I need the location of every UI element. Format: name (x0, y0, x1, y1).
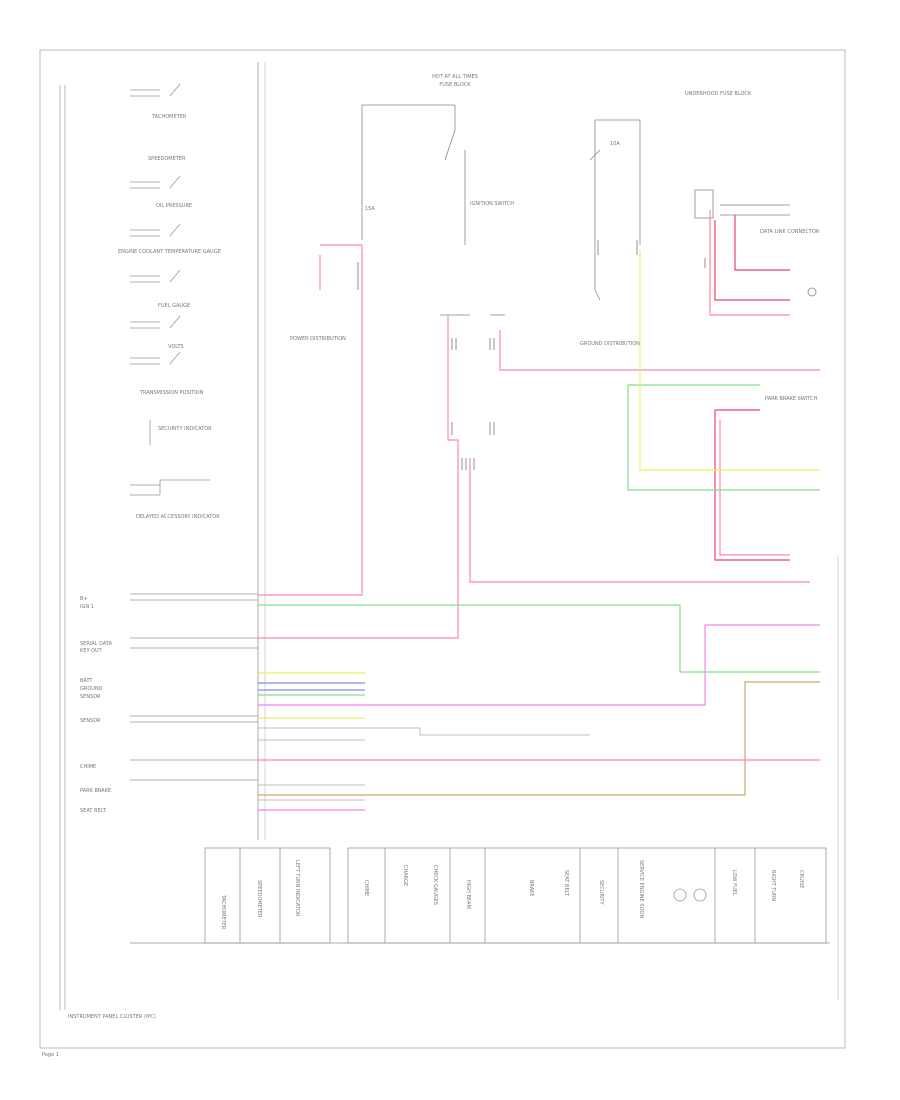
signal-key-out: KEY OUT (80, 648, 103, 654)
connector-markers (357, 240, 711, 470)
cell-label-1: SPEEDOMETER (256, 880, 262, 918)
wires-blue (258, 682, 365, 691)
cell-label-12: RIGHT TURN (770, 870, 776, 901)
label-volts: VOLTS (168, 344, 184, 350)
cell-label-9: SECURITY (598, 880, 604, 905)
cell-label-7: BRAKE (528, 880, 534, 897)
signal-ground: GROUND (80, 686, 103, 692)
left-gauge-symbols (130, 83, 210, 496)
label-delayed-accessory: DELAYED ACCESSORY INDICATOR (136, 514, 220, 520)
cell-label-13: CRUISE (798, 870, 804, 888)
label-engine-coolant: ENGINE COOLANT TEMPERATURE GAUGE (118, 249, 221, 255)
wires-tan (258, 681, 820, 796)
cell-label-0: TACHOMETER (220, 894, 226, 930)
label-tachometer: TACHOMETER (151, 114, 187, 120)
bus-input-lines (130, 593, 258, 781)
wires-pink (258, 210, 820, 761)
label-fuse-block: FUSE BLOCK (439, 82, 471, 88)
label-oil-pressure: OIL PRESSURE (156, 203, 192, 209)
cell-label-4: CHARGE (402, 865, 408, 886)
label-fuel-gauge: FUEL GAUGE (158, 303, 190, 309)
label-power-dist: POWER DISTRIBUTION (290, 336, 346, 342)
signal-sensor-2: SENSOR (80, 718, 101, 724)
cell-label-3: CHIME (363, 880, 369, 896)
bottom-cell-labels: TACHOMETER SPEEDOMETER LEFT TURN INDICAT… (220, 860, 804, 930)
signal-park-brake: PARK BRAKE (80, 788, 111, 794)
signal-seat-belt: SEAT BELT (80, 808, 107, 814)
signal-serial-data: SERIAL DATA (80, 641, 113, 647)
label-security: SECURITY INDICATOR (158, 426, 212, 432)
cell-label-2: LEFT TURN INDICATOR (294, 860, 300, 917)
label-ground-dist: GROUND DISTRIBUTION (580, 341, 640, 347)
cell-label-10: SERVICE ENGINE SOON (638, 860, 644, 918)
wires-magenta (258, 624, 820, 811)
signal-b-plus: B+ (80, 596, 88, 602)
label-data-link: DATA LINK CONNECTOR (760, 229, 820, 235)
label-underhood: UNDERHOOD FUSE BLOCK (685, 91, 752, 97)
label-15a: 15A (365, 206, 375, 212)
diagram-title: INSTRUMENT PANEL CLUSTER (IPC) (68, 1014, 156, 1020)
cell-label-11: LOW FUEL (731, 870, 737, 896)
outer-frame (39, 49, 846, 1049)
fuse-structure (361, 104, 817, 316)
label-hot-at-all-times: HOT AT ALL TIMES (432, 74, 478, 80)
label-10a: 10A (610, 141, 620, 147)
page-number: Page 1 (42, 1052, 59, 1058)
signal-sensor-1: SENSOR (80, 694, 101, 700)
signal-ign1: IGN 1 (80, 604, 94, 610)
label-speedometer: SPEEDOMETER (148, 156, 186, 162)
label-transmission: TRANSMISSION POSITION (139, 390, 204, 396)
cell-label-8: SEAT BELT (563, 870, 569, 897)
signal-chime: CHIME (80, 764, 96, 770)
wires-green (258, 384, 820, 696)
cell-label-6: HIGH BEAM (465, 880, 471, 909)
label-park-brake: PARK BRAKE SWITCH (765, 396, 817, 402)
bottom-cells (204, 847, 827, 944)
signal-batt: BATT (80, 678, 93, 684)
wires-red (714, 215, 790, 561)
cell-label-5: CHECK GAUGES (432, 865, 438, 905)
label-ign-switch: IGNITION SWITCH (470, 201, 514, 207)
wires-gray (258, 727, 590, 801)
wires-yellow (258, 250, 820, 719)
